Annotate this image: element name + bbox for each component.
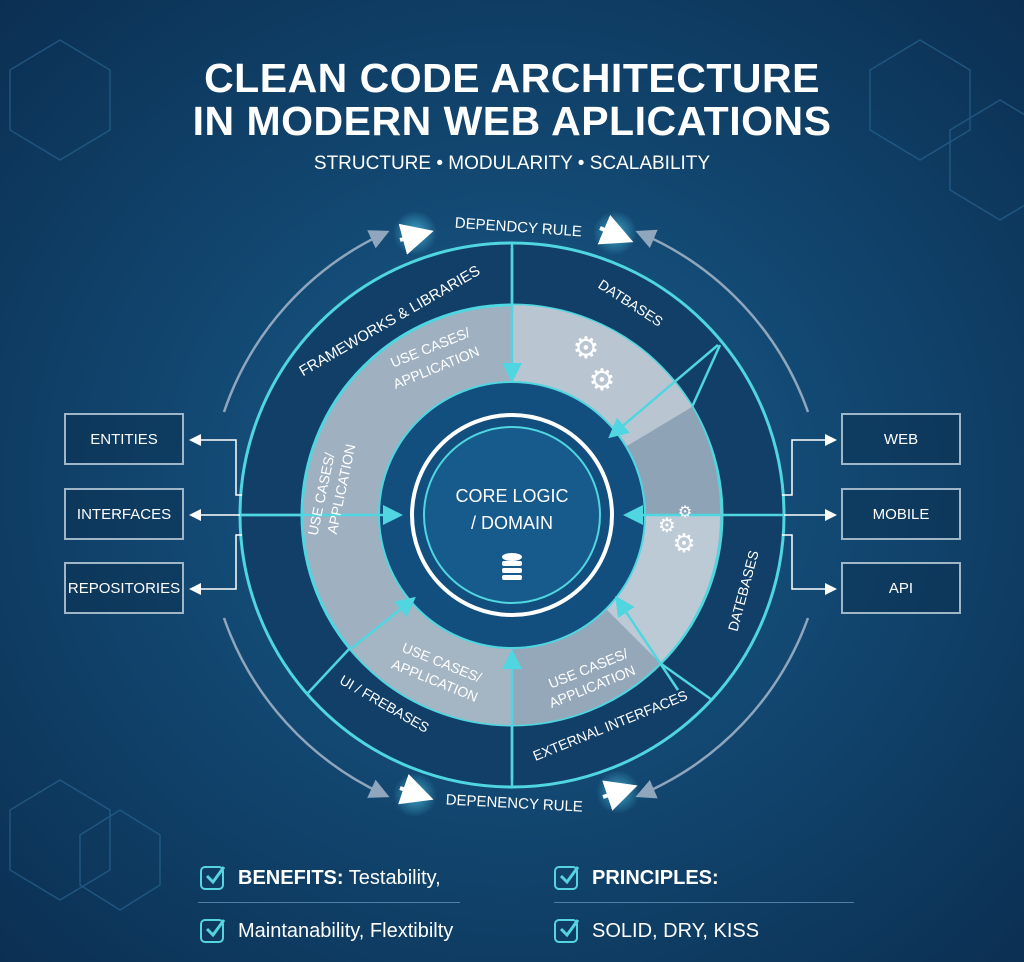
core-label-line2: / DOMAIN	[471, 513, 553, 533]
divider	[554, 902, 854, 903]
principles-label: PRINCIPLES:	[592, 866, 719, 889]
bottom-dependency-rule-label: DEPENENCY RULE	[445, 791, 583, 815]
benefits-item: BENEFITS: Testability,	[200, 866, 441, 890]
interfaces-box: INTERFACES	[64, 488, 184, 540]
checkbox-icon	[200, 866, 226, 890]
benefits-item-2: Maintanability, Flextibilty	[200, 919, 453, 943]
mobile-box: MOBILE	[841, 488, 961, 540]
hexagon-decoration	[9, 39, 1024, 911]
title-line-2: IN MODERN WEB APLICATIONS	[192, 98, 832, 144]
dependency-arc-arrows	[222, 229, 810, 799]
inward-arrows	[242, 248, 720, 780]
benefits-text-1: Testability,	[348, 866, 441, 889]
gear-icon: ⚙	[672, 529, 695, 559]
gear-icon: ⚙	[573, 331, 600, 366]
box-connectors	[189, 434, 837, 595]
principles-text: SOLID, DRY, KISS	[592, 919, 760, 942]
subtitle: STRUCTURE • MODULARITY • SCALABILITY	[313, 153, 711, 174]
top-dependency-rule-label: DEPENDCY RULE	[454, 215, 582, 241]
rule-arrows	[393, 211, 640, 817]
title-line-1: CLEAN CODE ARCHITECTURE	[204, 55, 820, 101]
gear-icon: ⚙	[678, 502, 692, 521]
core-white-ring	[410, 413, 614, 617]
gear-icon: ⚙	[589, 363, 616, 398]
core-circle	[423, 426, 601, 604]
principles-item: PRINCIPLES:	[554, 866, 719, 890]
repositories-box: REPOSITORIES	[64, 562, 184, 614]
checkbox-icon	[200, 919, 226, 943]
web-box: WEB	[841, 413, 961, 465]
database-icon	[502, 553, 522, 580]
benefits-text-2: Maintanability, Flextibilty	[238, 919, 454, 942]
principles-item-2: SOLID, DRY, KISS	[554, 919, 759, 943]
api-box: API	[841, 562, 961, 614]
checkbox-icon	[554, 919, 580, 943]
divider	[198, 902, 460, 903]
gear-icon: ⚙	[658, 513, 676, 537]
benefits-label: BENEFITS:	[238, 866, 344, 889]
entities-box: ENTITIES	[64, 413, 184, 465]
core-label-line1: CORE LOGIC	[455, 486, 568, 506]
checkbox-icon	[554, 866, 580, 890]
